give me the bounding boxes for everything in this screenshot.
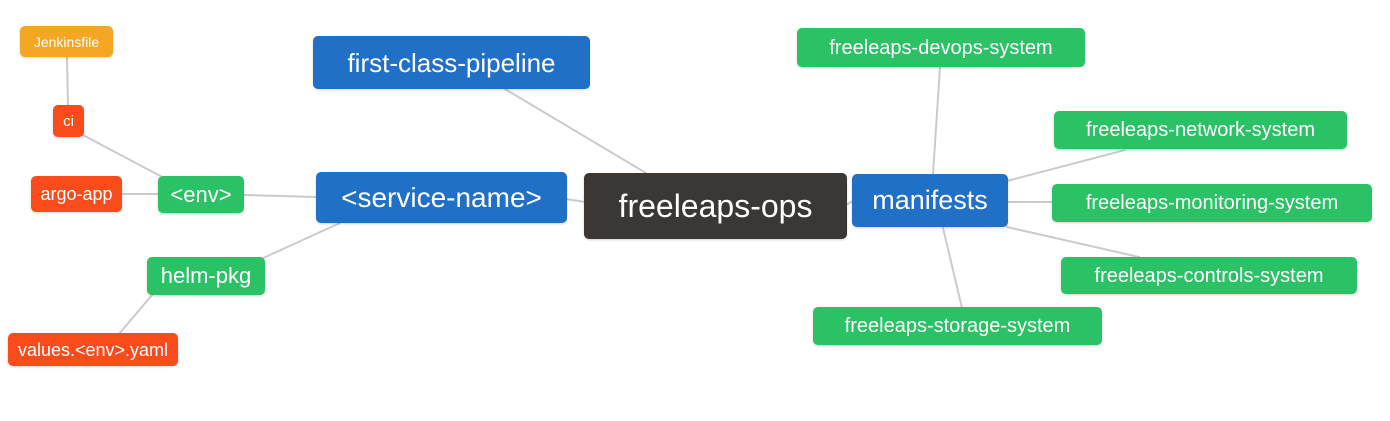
node-first-class-pipeline[interactable]: first-class-pipeline: [313, 36, 590, 89]
edge-servicename-ops: [565, 198, 586, 203]
edge-manifests-storage: [942, 227, 963, 309]
node-env[interactable]: <env>: [158, 176, 244, 213]
edge-env-servicename: [243, 194, 317, 198]
node-storage-system[interactable]: freeleaps-storage-system: [813, 307, 1102, 345]
node-helm-pkg[interactable]: helm-pkg: [147, 257, 265, 295]
edge-ci-env: [80, 133, 167, 180]
node-values-env-yaml[interactable]: values.<env>.yaml: [8, 333, 178, 366]
node-devops-system[interactable]: freeleaps-devops-system: [797, 28, 1085, 67]
node-monitoring-system[interactable]: freeleaps-monitoring-system: [1052, 184, 1372, 222]
node-service-name[interactable]: <service-name>: [316, 172, 567, 223]
node-ci[interactable]: ci: [53, 105, 84, 137]
node-manifests[interactable]: manifests: [852, 174, 1008, 227]
node-jenkinsfile[interactable]: Jenkinsfile: [20, 26, 113, 57]
edge-servicename-helmpkg: [260, 222, 341, 260]
edge-pipeline-ops: [504, 88, 647, 174]
node-controls-system[interactable]: freeleaps-controls-system: [1061, 257, 1357, 294]
edge-jenkinsfile-ci: [66, 57, 69, 106]
node-network-system[interactable]: freeleaps-network-system: [1054, 111, 1347, 149]
node-freeleaps-ops[interactable]: freeleaps-ops: [584, 173, 847, 239]
edge-helmpkg-values: [118, 294, 153, 335]
edge-manifests-controls: [1006, 226, 1140, 258]
edge-manifests-network: [1006, 149, 1126, 182]
node-argo-app[interactable]: argo-app: [31, 176, 122, 212]
edge-manifests-devops: [932, 66, 941, 175]
